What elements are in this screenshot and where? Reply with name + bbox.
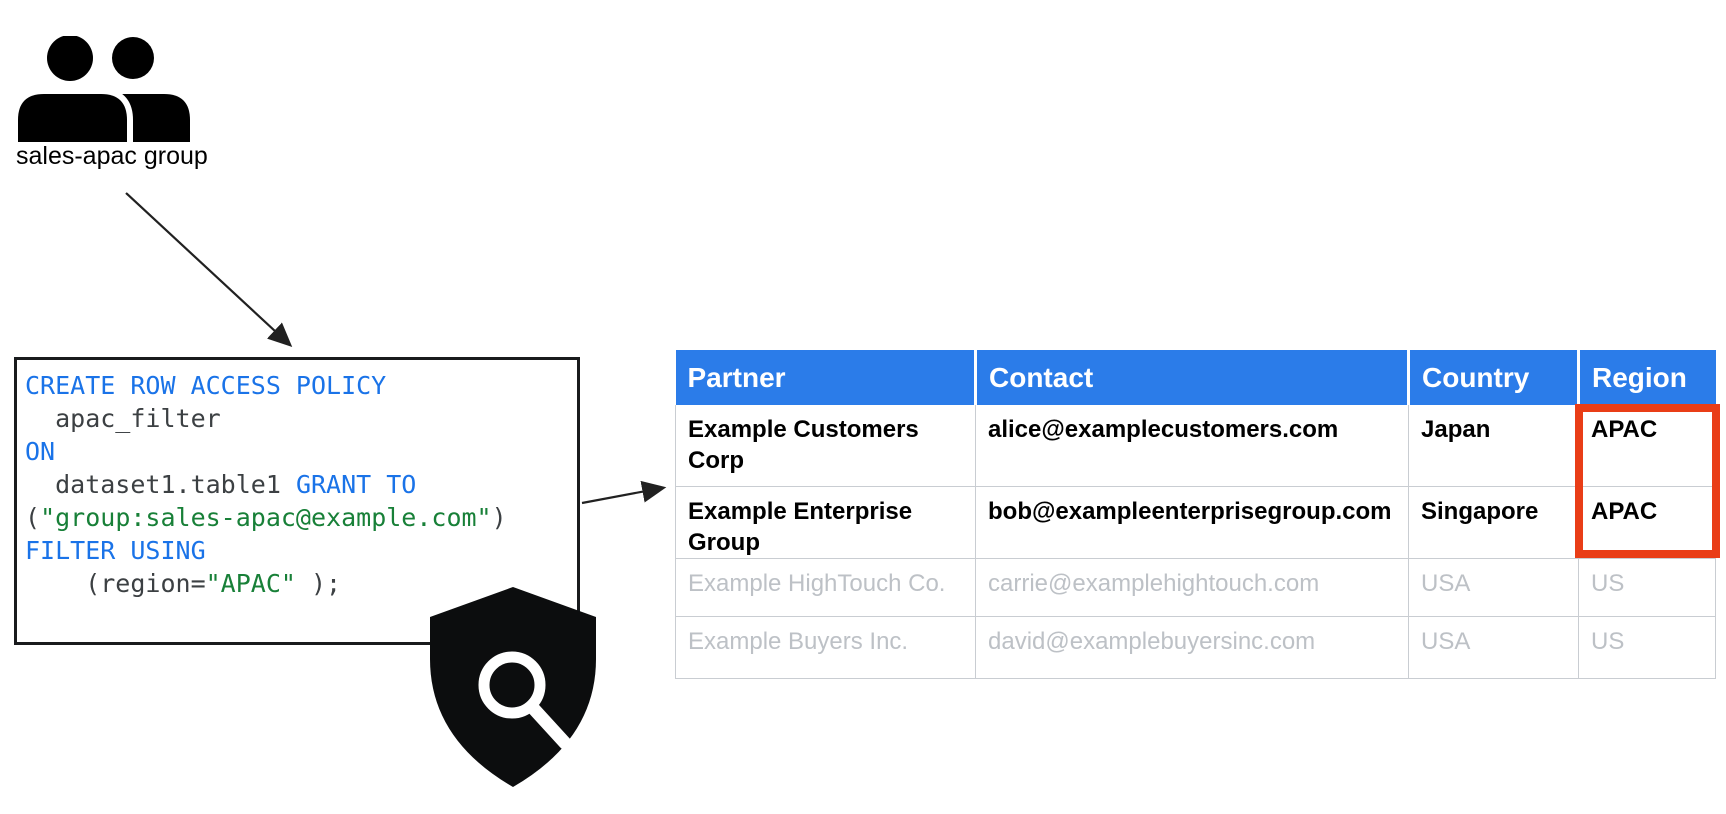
region-cell: US [1578, 615, 1716, 679]
code-line: ("group:sales-apac@example.com") [25, 503, 507, 532]
region-cell: APAC [1578, 405, 1716, 487]
arrow-group-to-policy [125, 192, 293, 347]
table-row: Example Buyers Inc. david@examplebuyersi… [675, 615, 1716, 679]
table-row: Example Enterprise Group bob@exampleente… [675, 485, 1716, 559]
column-header-region: Region [1578, 350, 1716, 405]
code-line: ON [25, 437, 56, 466]
column-header-country: Country [1408, 350, 1580, 405]
code-line: FILTER USING [25, 536, 206, 565]
people-icon [18, 36, 190, 142]
partner-cell: Example Buyers Inc. [675, 615, 976, 679]
arrow-policy-to-table [581, 480, 667, 505]
region-highlight-box [1575, 404, 1720, 558]
region-cell: US [1578, 557, 1716, 617]
partner-table: Partner Contact Country Region Example C… [675, 350, 1716, 679]
shield-search-icon [430, 587, 596, 787]
country-cell: Japan [1408, 405, 1579, 487]
contact-cell: alice@examplecustomers.com [975, 405, 1409, 487]
table-row: Example Customers Corp alice@examplecust… [675, 405, 1716, 487]
partner-cell: Example HighTouch Co. [675, 557, 976, 617]
table-row: Example HighTouch Co. carrie@examplehigh… [675, 557, 1716, 617]
partner-cell: Example Enterprise Group [675, 485, 976, 559]
column-header-partner: Partner [675, 350, 977, 405]
contact-cell: carrie@examplehightouch.com [975, 557, 1409, 617]
partner-cell: Example Customers Corp [675, 405, 976, 487]
table-header-row: Partner Contact Country Region [675, 350, 1716, 405]
contact-cell: david@examplebuyersinc.com [975, 615, 1409, 679]
country-cell: USA [1408, 615, 1579, 679]
country-cell: USA [1408, 557, 1579, 617]
policy-code-box: CREATE ROW ACCESS POLICY apac_filter ON … [14, 357, 580, 645]
code-line: dataset1.table1 GRANT TO [25, 470, 417, 499]
code-line: CREATE ROW ACCESS POLICY [25, 371, 387, 400]
contact-cell: bob@exampleenterprisegroup.com [975, 485, 1409, 559]
code-line: (region="APAC" ); [25, 569, 342, 598]
code-line: apac_filter [25, 404, 221, 433]
group-label: sales-apac group [16, 142, 208, 170]
column-header-contact: Contact [975, 350, 1410, 405]
country-cell: Singapore [1408, 485, 1579, 559]
